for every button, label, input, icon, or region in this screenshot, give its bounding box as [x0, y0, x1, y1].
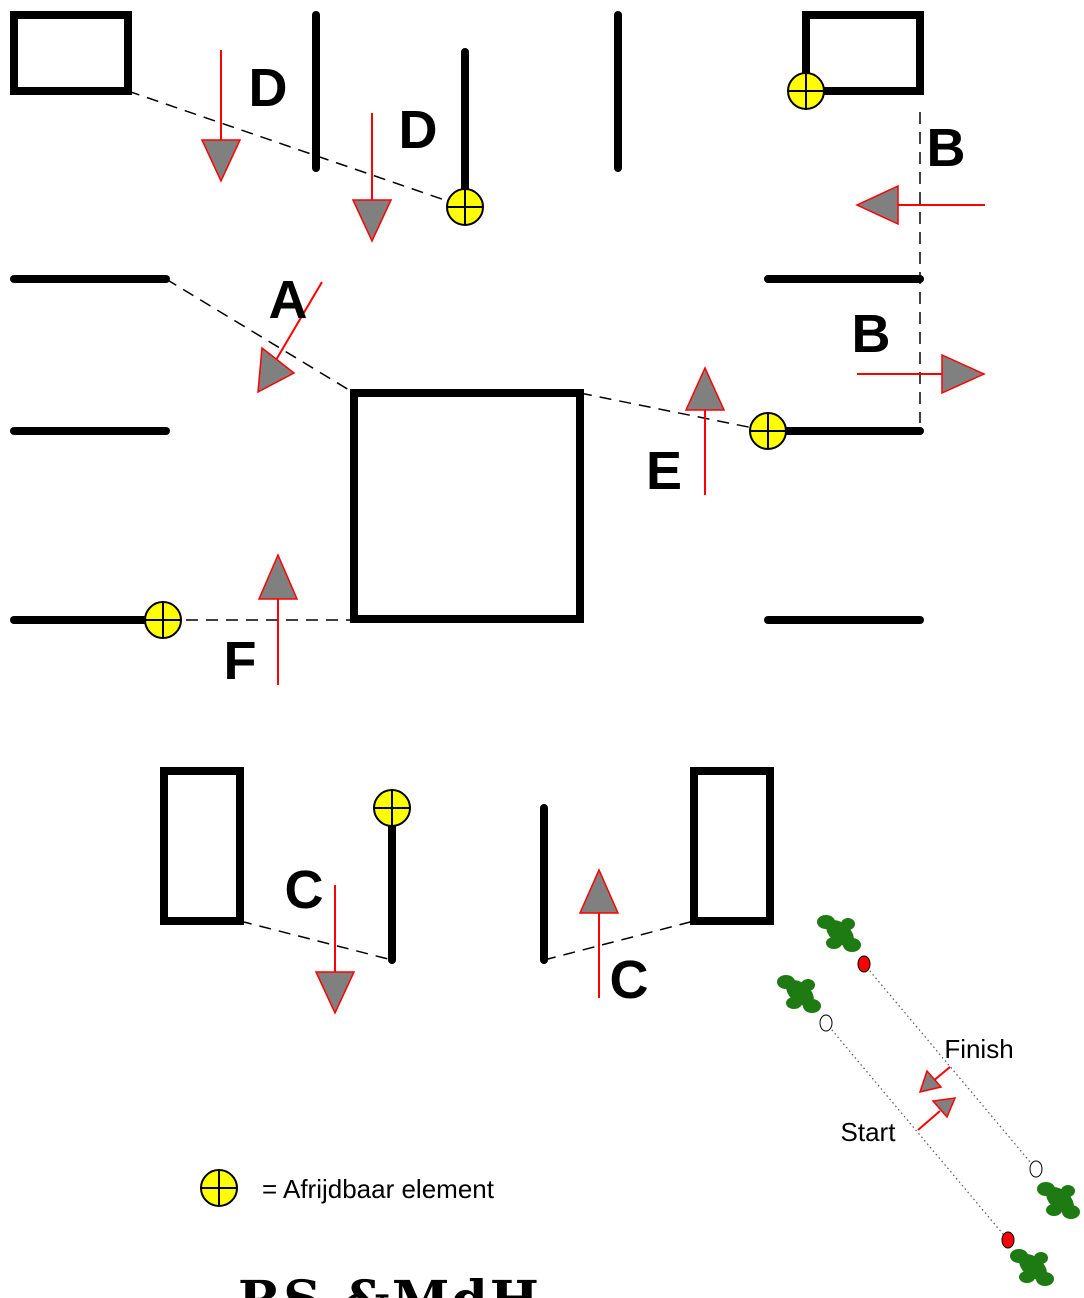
marker-icon — [373, 789, 411, 827]
label-e: E — [646, 441, 682, 501]
fences — [10, 11, 924, 964]
marker-icon — [787, 72, 825, 110]
finish-flag-icon — [857, 955, 871, 973]
dash-line-a — [165, 278, 355, 394]
label-b-2: B — [852, 304, 891, 364]
start-finish-lines — [825, 963, 1037, 1241]
tree-icon — [777, 975, 821, 1013]
arrow-down-left-icon — [257, 281, 323, 394]
fence-block-bottom-right — [690, 767, 774, 925]
start-arrow-icon — [917, 1097, 957, 1131]
label-f: F — [224, 631, 257, 691]
fence-block-top-right — [802, 11, 924, 95]
label-c-2: C — [610, 950, 649, 1010]
marker-icon — [144, 601, 182, 639]
marker-icon — [749, 412, 787, 450]
label-c-1: C — [285, 860, 324, 920]
start-finish-flags — [819, 955, 1043, 1249]
tree-icon — [1010, 1249, 1054, 1286]
dashed-lines — [127, 90, 921, 961]
fence-block-bottom-left — [160, 767, 244, 925]
course-labels: D D A B B E F C C Finish Start — [224, 58, 1014, 1147]
start-flag-icon — [819, 1014, 833, 1032]
removable-element-markers — [144, 72, 825, 827]
finish-arrow-icon — [918, 1066, 951, 1094]
label-a: A — [269, 270, 308, 330]
legend: = Afrijdbaar element — [200, 1169, 495, 1207]
legend-text: = Afrijdbaar element — [262, 1174, 495, 1204]
arrow-up-icon — [257, 553, 299, 685]
arrow-down-icon — [200, 50, 242, 183]
arrow-right-icon — [857, 353, 986, 395]
dash-line-c-right — [543, 920, 695, 961]
label-d-1: D — [249, 58, 288, 118]
direction-arrows — [200, 50, 986, 1131]
legend-marker-icon — [200, 1169, 238, 1207]
label-b-1: B — [927, 118, 966, 178]
label-d-2: D — [399, 100, 438, 160]
finish-flag-icon — [1001, 1231, 1015, 1249]
tree-icon — [1037, 1182, 1080, 1219]
center-square — [350, 389, 584, 623]
start-label: Start — [841, 1117, 897, 1147]
trees — [777, 915, 1080, 1286]
arrow-up-icon — [578, 868, 620, 998]
arrow-down-icon — [351, 113, 393, 243]
dash-line-e — [579, 392, 769, 432]
fence-block-top-left — [10, 11, 132, 95]
finish-label: Finish — [944, 1034, 1013, 1064]
signature: RS &MdH — [238, 1270, 541, 1298]
tree-icon — [817, 915, 861, 952]
arrow-left-icon — [855, 184, 985, 226]
dash-line-c-left — [239, 920, 393, 961]
start-flag-icon — [1029, 1160, 1043, 1178]
arrow-down-icon — [314, 885, 356, 1015]
arrow-up-icon — [684, 366, 726, 495]
marker-icon — [446, 188, 484, 226]
